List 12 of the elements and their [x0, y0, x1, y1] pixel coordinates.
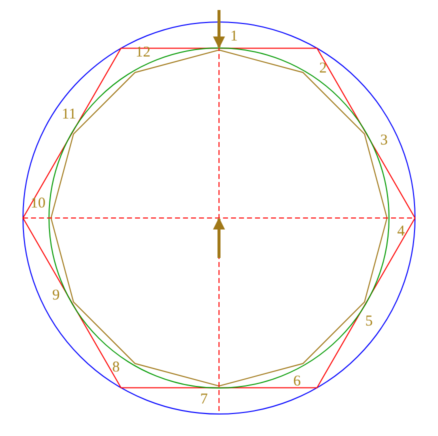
point-number: 1 — [230, 30, 238, 44]
point-number: 2 — [319, 62, 327, 76]
point-number: 9 — [52, 288, 60, 304]
point-number: 3 — [380, 134, 388, 148]
point-number: 12 — [136, 46, 150, 60]
point-number: 4 — [397, 224, 405, 240]
point-number: 10 — [30, 196, 46, 212]
point-number: 7 — [200, 392, 208, 408]
point-number: 6 — [293, 374, 301, 390]
point-number: 5 — [365, 314, 373, 330]
point-number: 11 — [62, 108, 76, 122]
point-number: 8 — [112, 360, 120, 376]
